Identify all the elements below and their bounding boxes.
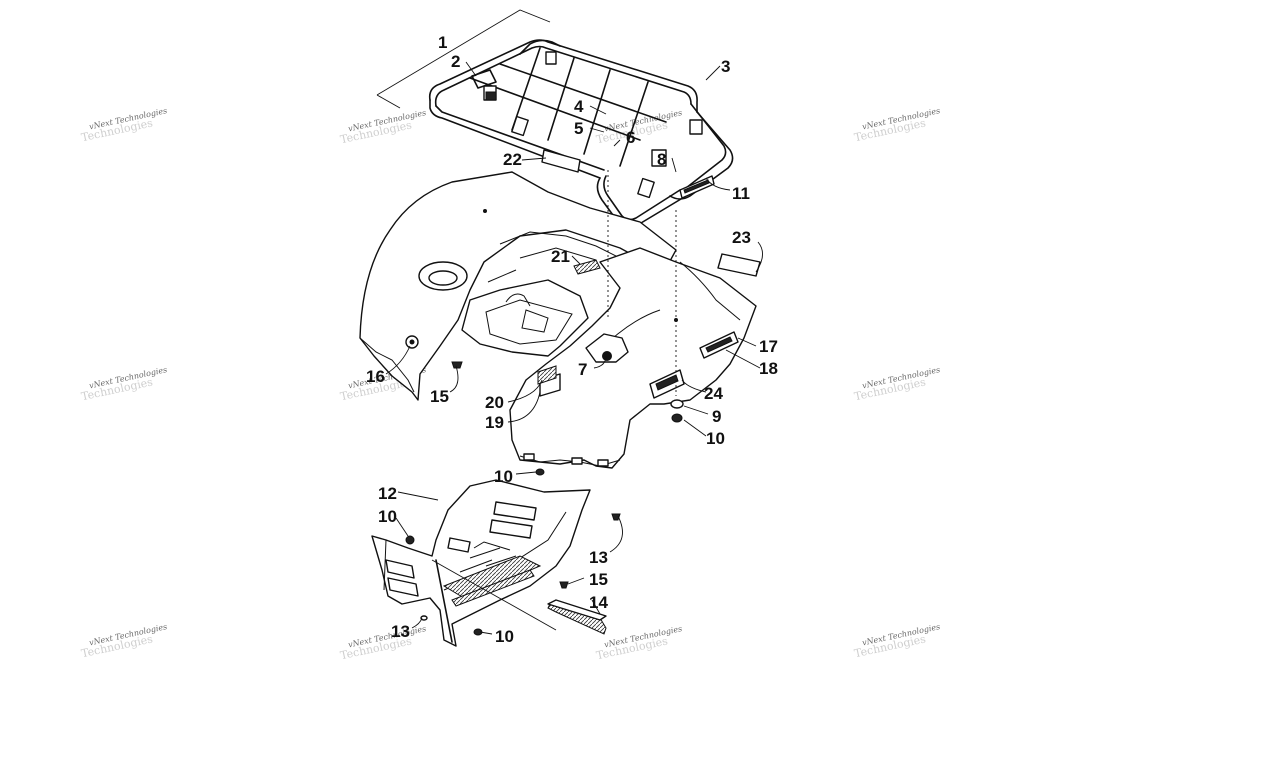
watermark: Technologies vNext Technologies bbox=[339, 624, 427, 662]
callouts: 1 2 3 4 5 6 7 8 9 10 10 10 10 11 12 13 1… bbox=[366, 33, 778, 646]
rear-rack bbox=[376, 9, 734, 229]
callout-18: 18 bbox=[759, 359, 778, 378]
callout-10: 10 bbox=[494, 467, 513, 486]
watermark: Technologies vNext Technologies bbox=[339, 108, 427, 146]
callout-24: 24 bbox=[704, 384, 723, 403]
footwell bbox=[371, 479, 621, 647]
watermark: Technologies vNext Technologies bbox=[80, 622, 168, 660]
callout-14: 14 bbox=[589, 593, 608, 612]
callout-8: 8 bbox=[657, 150, 666, 169]
callout-3: 3 bbox=[721, 57, 730, 76]
callout-16: 16 bbox=[366, 367, 385, 386]
callout-6: 6 bbox=[626, 128, 635, 147]
watermark: Technologies vNext Technologies bbox=[853, 622, 941, 660]
leader-lines bbox=[385, 61, 763, 635]
callout-7: 7 bbox=[578, 360, 587, 379]
callout-17: 17 bbox=[759, 337, 778, 356]
callout-23: 23 bbox=[732, 228, 751, 247]
callout-10: 10 bbox=[495, 627, 514, 646]
callout-11: 11 bbox=[732, 184, 750, 203]
watermark: Technologies vNext Technologies bbox=[595, 624, 683, 662]
rear-fender bbox=[359, 149, 761, 476]
callout-4: 4 bbox=[574, 97, 584, 116]
callout-12: 12 bbox=[378, 484, 397, 503]
callout-10: 10 bbox=[378, 507, 397, 526]
callout-21: 21 bbox=[551, 247, 570, 266]
callout-9: 9 bbox=[712, 407, 721, 426]
watermark: Technologies vNext Technologies bbox=[853, 106, 941, 144]
watermark: Technologies vNext Technologies bbox=[80, 365, 168, 403]
callout-15: 15 bbox=[430, 387, 449, 406]
watermark: Technologies vNext Technologies bbox=[80, 106, 168, 144]
callout-2: 2 bbox=[451, 52, 460, 71]
callout-22: 22 bbox=[503, 150, 522, 169]
callout-20: 20 bbox=[485, 393, 504, 412]
callout-1: 1 bbox=[438, 33, 447, 52]
callout-5: 5 bbox=[574, 119, 583, 138]
callout-10: 10 bbox=[706, 429, 725, 448]
callout-13: 13 bbox=[391, 622, 410, 641]
callout-13: 13 bbox=[589, 548, 608, 567]
callout-15: 15 bbox=[589, 570, 608, 589]
callout-19: 19 bbox=[485, 413, 504, 432]
watermark: Technologies vNext Technologies bbox=[853, 365, 941, 403]
